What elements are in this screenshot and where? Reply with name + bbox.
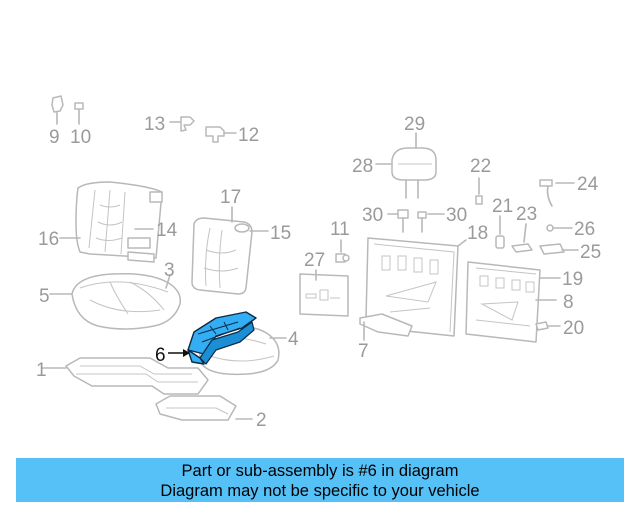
part-16-seatback-frame (59, 181, 163, 263)
label-4: 4 (288, 329, 299, 350)
part-25-latch-bezel (539, 243, 579, 255)
part-20-screw (535, 321, 561, 331)
label-17: 17 (220, 187, 241, 208)
label-29: 29 (404, 114, 425, 135)
label-24: 24 (577, 174, 599, 195)
part-12-bracket (205, 126, 237, 143)
part-18-seatback-frame (359, 237, 467, 341)
label-26: 26 (574, 219, 595, 240)
part-24-latch-cable (539, 179, 575, 207)
part-17-seatback-panel (191, 206, 269, 295)
label-13: 13 (144, 114, 165, 135)
label-23: 23 (516, 204, 537, 225)
part-13-hook (169, 116, 195, 132)
part-29-headrest (375, 132, 437, 199)
label-14: 14 (156, 220, 178, 241)
label-16: 16 (38, 229, 59, 250)
part-8-seatback-panel (465, 261, 561, 343)
part-11-fastener (335, 239, 350, 263)
label-28: 28 (352, 156, 373, 177)
label-19: 19 (562, 269, 583, 290)
part-1-cushion-pan (41, 357, 209, 395)
label-9: 9 (49, 127, 60, 148)
label-20: 20 (563, 318, 584, 339)
label-30-left: 30 (362, 205, 383, 226)
label-6: 6 (155, 345, 166, 366)
part-26-pin (546, 224, 573, 232)
part-30-bolt-left (387, 209, 409, 233)
label-15: 15 (270, 223, 291, 244)
label-27: 27 (304, 250, 325, 271)
part-labels: 9 10 13 12 16 14 17 15 3 5 4 6 1 2 29 28… (36, 114, 601, 431)
banner-line-2: Diagram may not be specific to your vehi… (160, 482, 480, 500)
label-7: 7 (358, 341, 369, 362)
label-10: 10 (70, 127, 91, 148)
part-27-hardware-kit (299, 269, 349, 317)
label-8: 8 (563, 292, 574, 313)
label-21: 21 (492, 196, 513, 217)
label-11: 11 (330, 219, 350, 240)
part-6-highlighted[interactable] (168, 311, 257, 365)
label-1: 1 (36, 360, 47, 381)
banner-line-1: Part or sub-assembly is #6 in diagram (181, 462, 459, 480)
label-5: 5 (39, 286, 50, 307)
label-30-right: 30 (446, 205, 467, 226)
part-23-latch-cover (511, 223, 533, 253)
info-banner: Part or sub-assembly is #6 in diagram Di… (16, 458, 624, 502)
part-5-seat-cushion (49, 272, 182, 330)
label-12: 12 (238, 125, 259, 146)
part-22-clip (475, 177, 483, 205)
label-25: 25 (580, 242, 601, 263)
label-2: 2 (256, 410, 267, 431)
label-18: 18 (467, 223, 488, 244)
part-2-pan-insert (155, 395, 253, 421)
part-30-bolt-right (417, 211, 445, 233)
label-3: 3 (164, 260, 175, 281)
part-21-grommet (495, 215, 505, 249)
part-10-clip (74, 102, 84, 125)
label-22: 22 (470, 156, 491, 177)
part-9-clip (51, 95, 64, 125)
